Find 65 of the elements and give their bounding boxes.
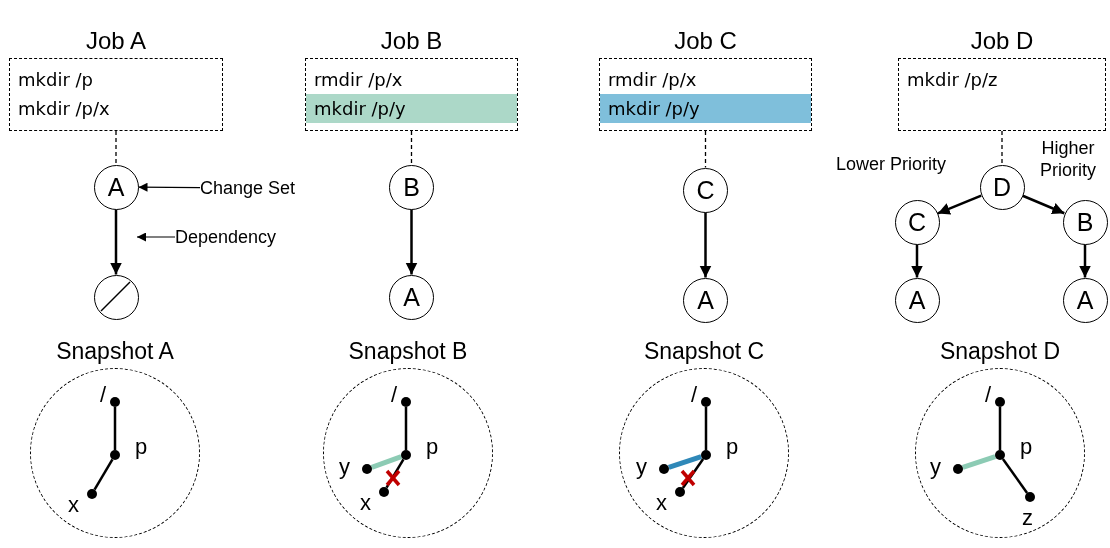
tree-node-label: p (1020, 436, 1033, 458)
annotation-text: Change Set (200, 177, 297, 200)
snapshot-title: Snapshot C (642, 338, 766, 366)
snapshot-title: Snapshot D (938, 338, 1062, 366)
job-title: Job B (379, 28, 444, 56)
dependency-arrow (110, 209, 122, 275)
tree-node-label: / (391, 384, 398, 406)
change-set-circle: B (389, 164, 434, 210)
tree-edge (370, 454, 403, 470)
tree-node-label: y (636, 456, 647, 478)
dashed-connector (1001, 130, 1003, 166)
change-set-circle: D (979, 164, 1025, 210)
dashed-connector (115, 130, 117, 166)
tree-node-label: / (100, 384, 107, 406)
tree-edge (681, 458, 705, 489)
dependency-arrow (937, 194, 982, 215)
annotation-text: Dependency (175, 226, 278, 249)
highlighted-command: mkdir /p/y (600, 94, 811, 123)
tree-node-label: p (426, 436, 439, 458)
dashed-connector (410, 130, 413, 166)
tree-edge (113, 407, 117, 450)
job-title: Job C (673, 28, 738, 56)
change-set-circle: B (1062, 199, 1108, 245)
change-set-circle: C (683, 167, 728, 213)
dependency-arrow (1022, 194, 1065, 215)
tree-edge (93, 458, 114, 491)
tree-node-label: x (360, 492, 371, 514)
job-title: Job A (84, 28, 147, 56)
change-set-circle: A (894, 277, 940, 323)
dependency-arrow (699, 212, 712, 278)
tree-edge (404, 407, 408, 450)
command-text: rmdir /p/x (607, 68, 698, 92)
command-text: mkdir /p/x (17, 97, 111, 121)
change-set-circle: C (894, 199, 940, 245)
dashed-connector (704, 130, 707, 169)
tree-node-label: y (930, 456, 941, 478)
command-text: mkdir /p/z (906, 68, 999, 92)
pointer-arrow (137, 182, 201, 192)
tree-edge (704, 407, 708, 450)
job-title: Job D (969, 28, 1035, 56)
change-set-circle: A (1062, 277, 1108, 323)
tree-node-label: / (985, 384, 992, 406)
highlighted-command: mkdir /p/y (306, 94, 517, 123)
tree-node-label: z (1022, 507, 1033, 529)
dependency-arrow (405, 209, 418, 275)
dependency-arrow (1079, 244, 1091, 278)
tree-edge (1001, 458, 1029, 494)
tree-node-label: p (135, 436, 148, 458)
tree-edge (998, 407, 1002, 450)
change-set-circle: A (683, 277, 728, 323)
snapshot-title: Snapshot A (55, 338, 175, 366)
pointer-arrow (136, 232, 176, 242)
tree-node-label: x (68, 494, 79, 516)
command-text: mkdir /p (17, 68, 94, 92)
tree-node-label: p (726, 436, 739, 458)
tree-node-label: y (339, 456, 350, 478)
tree-edge (667, 454, 703, 470)
command-text: rmdir /p/x (313, 68, 404, 92)
change-set-circle: A (93, 164, 139, 210)
tree-node-label: x (656, 492, 667, 514)
tree-node-label: / (691, 384, 698, 406)
snapshot-title: Snapshot B (347, 338, 469, 366)
tree-edge (961, 454, 997, 470)
dependency-arrow (911, 244, 923, 278)
change-set-circle: A (389, 274, 434, 320)
